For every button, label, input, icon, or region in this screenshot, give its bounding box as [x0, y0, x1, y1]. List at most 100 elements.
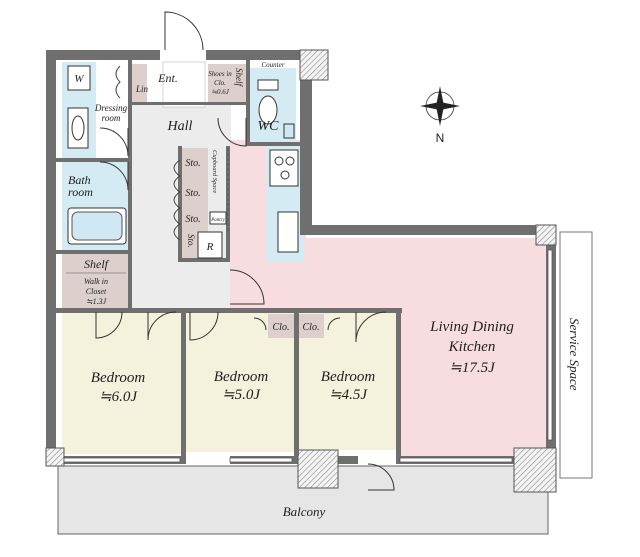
- wall-storage-west: [178, 146, 182, 262]
- compass-north-label: N: [436, 131, 445, 145]
- closet-2-floor: [298, 314, 324, 338]
- sto-label-3: Sto.: [185, 214, 200, 225]
- door-bath: [99, 161, 129, 191]
- compass-needle-ew: [420, 102, 460, 110]
- door-bed1-b: [147, 311, 177, 341]
- bedroom-2-size: ≒5.0J: [222, 387, 261, 403]
- fridge-label: R: [206, 241, 214, 253]
- closet-2-label: Clo.: [303, 322, 320, 333]
- burner-2: [285, 156, 295, 166]
- shelf-main-label: Shelf: [84, 257, 110, 271]
- window-ldk-east: [547, 249, 553, 441]
- service-space-floor: [559, 231, 593, 479]
- wall-bedrooms-north: [56, 308, 402, 313]
- basin-bowl: [71, 115, 85, 141]
- door-bed3: [355, 311, 387, 343]
- door-bed1-a: [95, 311, 123, 339]
- counter-label: Counter: [262, 61, 285, 69]
- linen-label: Lin: [135, 84, 149, 94]
- bedroom-3-size: ≒4.5J: [329, 387, 368, 403]
- fixtures: [67, 65, 299, 259]
- wall-south-2: [230, 456, 358, 464]
- toilet: [258, 95, 278, 125]
- sto-label-1: Sto.: [185, 158, 200, 169]
- column-e: [535, 224, 557, 246]
- bedroom-3-label: Bedroom: [321, 369, 376, 385]
- burner-3: [280, 170, 290, 180]
- dressing-label-1: Dressing: [94, 103, 128, 113]
- door-clo1: [253, 317, 267, 331]
- wic-label-2: Closet: [86, 287, 107, 296]
- shelf-top-label: Shelf: [234, 68, 244, 87]
- bedroom-2-label: Bedroom: [214, 369, 269, 385]
- wall-hall-west: [128, 60, 132, 310]
- wall-bed1-bed2: [181, 308, 186, 456]
- windows: [63, 249, 553, 463]
- walk-in-closet-floor: [62, 254, 130, 310]
- window-bed2: [229, 457, 293, 463]
- wic-label-1: Walk in: [84, 277, 108, 286]
- linen-curves: [115, 65, 121, 99]
- closet-1-floor: [268, 314, 294, 338]
- wc-basin: [283, 123, 295, 139]
- wall-wc-south: [246, 142, 302, 146]
- shoes-closet-floor: [208, 64, 232, 102]
- cooktop: [269, 149, 299, 187]
- ldk-size: ≒17.5J: [449, 360, 496, 376]
- doors: [95, 11, 395, 491]
- wall-north-ldk: [300, 225, 555, 235]
- ldk-label-2: Kitchen: [448, 339, 496, 355]
- shoes-label-2: Clo.: [214, 79, 226, 87]
- column-ne: [299, 49, 329, 81]
- entrance-label: Ent.: [157, 71, 178, 85]
- window-bed1: [63, 457, 181, 463]
- window-ldk-south: [399, 457, 513, 463]
- column-sw: [45, 447, 65, 467]
- front-door: [164, 11, 204, 51]
- wc-label: WC: [258, 119, 280, 134]
- fridge-space: [197, 231, 223, 259]
- hanger-curves: [173, 159, 181, 241]
- wall-bed3-ldk: [396, 308, 401, 456]
- pantry-label: Pantry: [210, 218, 225, 223]
- cupboard-label: Cupboard Space: [211, 150, 218, 193]
- wall-west: [46, 50, 56, 464]
- door-bed2: [189, 311, 219, 341]
- sto-label-2: Sto.: [185, 188, 200, 199]
- shoes-size-label: ≒0.6J: [211, 88, 230, 96]
- wall-north-right: [206, 50, 314, 60]
- wall-dressing-bath: [56, 158, 130, 162]
- wall-entry-south: [131, 102, 249, 105]
- burner-1: [274, 156, 284, 166]
- ldk-floor: [230, 140, 546, 456]
- wall-bed2-bed3: [294, 308, 299, 456]
- door-dressing: [99, 127, 129, 157]
- wall-storage-south: [178, 258, 230, 262]
- labels: Hall Ent. WC Dressing room Bath room She…: [66, 61, 582, 519]
- door-balcony: [367, 463, 395, 491]
- column-se: [513, 447, 557, 493]
- door-clo2: [327, 317, 341, 331]
- bath-label-1: Bath: [68, 173, 91, 187]
- closet-1-label: Clo.: [273, 322, 290, 333]
- balcony-label: Balcony: [283, 504, 326, 519]
- service-space-label: Service Space: [567, 318, 582, 391]
- shoes-label-1: Shoes in: [208, 70, 232, 78]
- toilet-tank: [257, 79, 279, 91]
- wall-north-left: [46, 50, 160, 60]
- door-ldk: [229, 269, 265, 305]
- compass: N: [420, 86, 460, 145]
- pantry-box: [209, 211, 227, 225]
- wall-bath-wic: [56, 250, 130, 254]
- kitchen-sink: [277, 211, 299, 253]
- hall-label: Hall: [167, 119, 193, 134]
- dressing-label-2: room: [102, 113, 121, 123]
- shelf-top-floor: [232, 64, 248, 102]
- washer-space: [67, 65, 91, 91]
- sto-label-4: Sto.: [186, 234, 196, 248]
- wic-size-label: ≒1.3J: [86, 297, 107, 306]
- entrance-floor: [162, 61, 206, 108]
- column-s-mid: [297, 449, 339, 489]
- ldk-label-1: Living Dining: [429, 319, 514, 335]
